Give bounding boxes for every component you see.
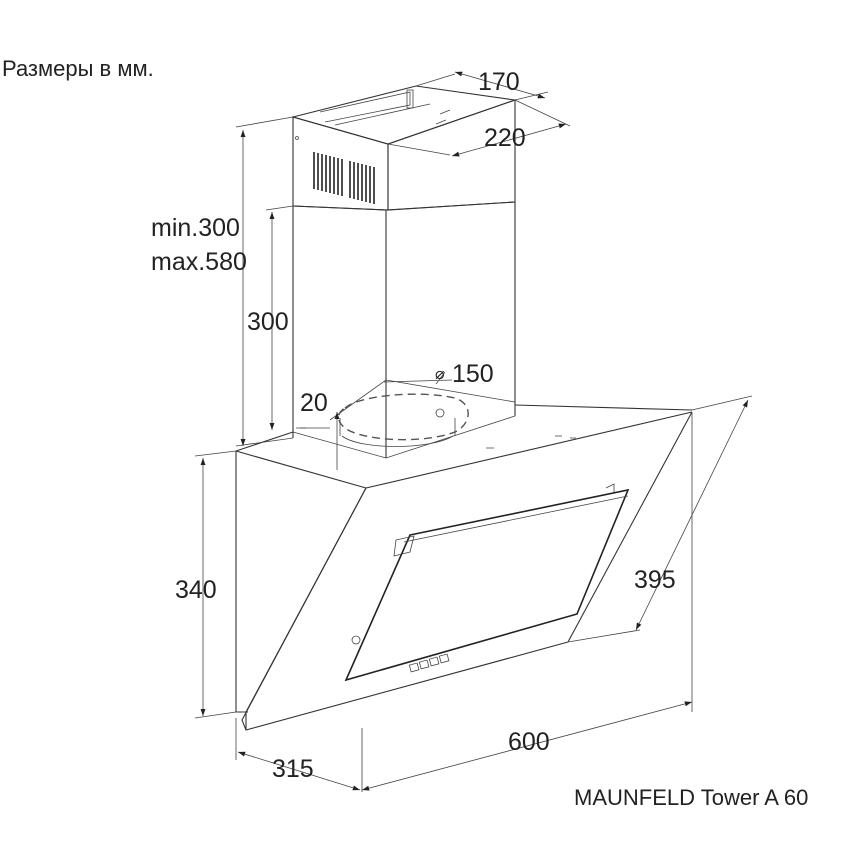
diameter-icon: ⌀	[435, 366, 445, 383]
hood-top	[235, 379, 693, 489]
dim-min-300: min.300	[151, 214, 240, 242]
dim-395: 395	[634, 566, 676, 594]
dim-315: 315	[272, 755, 314, 783]
caption-units: Размеры в мм.	[2, 56, 154, 81]
model-name: MAUNFELD Tower A 60	[574, 785, 809, 810]
glass-window	[344, 483, 630, 682]
dim-300: 300	[247, 308, 289, 336]
hood-body	[235, 411, 693, 731]
dim-340: 340	[175, 576, 217, 604]
dim-170: 170	[478, 68, 520, 96]
dim-max-580: max.580	[151, 248, 247, 276]
lower-chimney	[292, 201, 516, 459]
dim-20: 20	[300, 389, 328, 417]
dim-600: 600	[508, 728, 550, 756]
vent-slots	[313, 152, 375, 204]
dim-150: 150	[452, 360, 494, 388]
dimension-lines	[194, 71, 753, 792]
control-buttons	[408, 653, 450, 673]
upper-chimney	[290, 85, 516, 211]
dim-220: 220	[484, 124, 526, 152]
